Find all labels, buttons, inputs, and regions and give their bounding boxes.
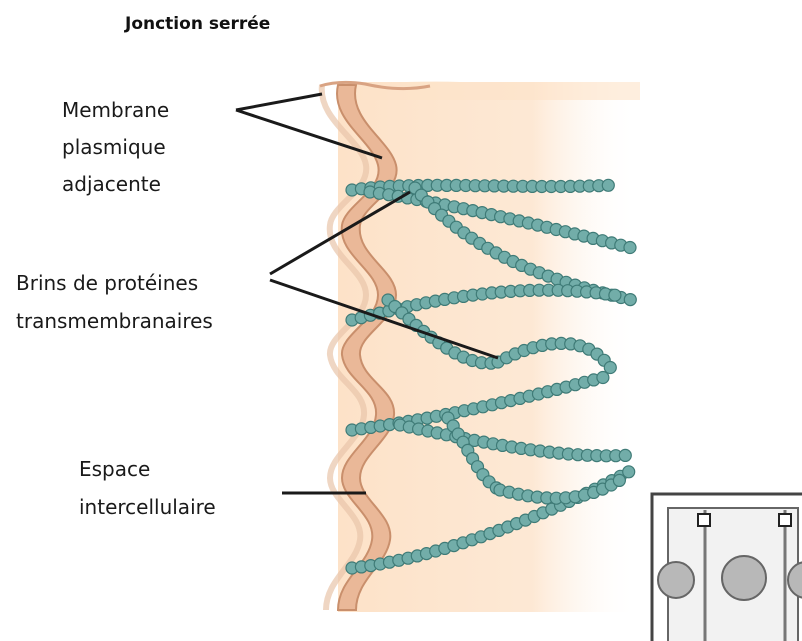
membrane-label-line-3: adjacente (62, 172, 161, 196)
membrane-label-line-1: Membrane (62, 98, 169, 122)
membrane-label: Membrane plasmique adjacente (62, 98, 169, 196)
membrane-leader-1 (236, 94, 322, 110)
space-label-line-1: Espace (79, 457, 150, 481)
space-label-line-2: intercellulaire (79, 495, 216, 519)
strands-label-line-2: transmembranaires (16, 309, 213, 333)
strands-label: Brins de protéines transmembranaires (16, 271, 213, 333)
diagram-title: Jonction serrée (124, 14, 270, 34)
strands-label-line-1: Brins de protéines (16, 271, 198, 295)
epithelial-cells-inset-icon (652, 494, 802, 641)
space-label: Espace intercellulaire (79, 457, 216, 519)
membrane-label-line-2: plasmique (62, 135, 166, 159)
